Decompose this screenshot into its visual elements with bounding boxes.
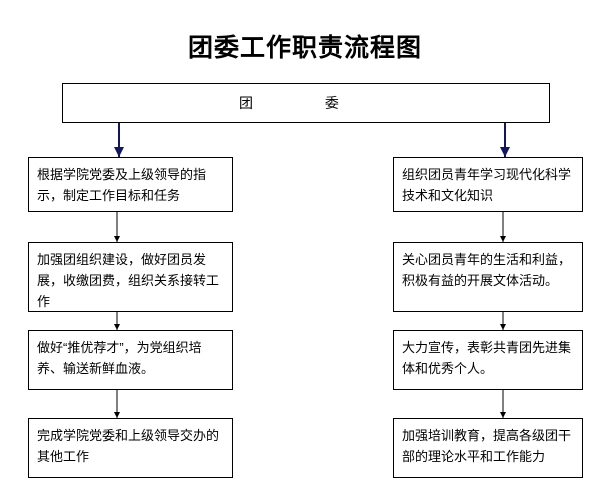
arrow-head-icon	[500, 147, 510, 157]
flow-node-left-3: 做好“推优荐才”，为党组织培养、输送新鲜血液。	[28, 330, 233, 390]
arrow-stem	[116, 212, 118, 242]
arrow-head-icon	[114, 147, 124, 157]
connector-left-1-to-left-2	[112, 212, 122, 242]
arrow-stem	[116, 312, 118, 330]
flow-node-right-1-label: 组织团员青年学习现代化科学技术和文化知识	[402, 167, 572, 203]
arrow-stem	[502, 390, 504, 418]
connector-root-to-right-1	[498, 123, 512, 157]
connector-left-2-to-left-3	[112, 312, 122, 330]
connector-right-3-to-right-4	[498, 390, 508, 418]
flow-node-right-1: 组织团员青年学习现代化科学技术和文化知识	[393, 157, 583, 212]
flow-node-right-3: 大力宣传，表彰共青团先进集体和优秀个人。	[393, 330, 583, 390]
arrow-stem	[502, 212, 504, 242]
flow-node-left-1-label: 根据学院党委及上级领导的指示，制定工作目标和任务	[37, 167, 207, 203]
connector-root-to-left-1	[112, 123, 126, 157]
flow-node-right-3-label: 大力宣传，表彰共青团先进集体和优秀个人。	[402, 340, 572, 376]
connector-right-1-to-right-2	[498, 212, 508, 242]
flow-node-left-2: 加强团组织建设，做好团员发展，收缴团费，组织关系接转工作	[28, 242, 233, 312]
flow-node-left-2-label: 加强团组织建设，做好团员发展，收缴团费，组织关系接转工作	[37, 252, 220, 309]
flow-node-root: 团 委	[62, 83, 550, 123]
flow-node-right-2: 关心团员青年的生活和利益，积极有益的开展文体活动。	[393, 242, 583, 312]
arrow-stem	[118, 123, 120, 157]
arrow-stem	[502, 312, 504, 330]
flow-node-root-label: 团 委	[239, 94, 373, 111]
flow-node-right-2-label: 关心团员青年的生活和利益，积极有益的开展文体活动。	[402, 252, 572, 288]
arrow-stem	[116, 390, 118, 418]
connector-left-3-to-left-4	[112, 390, 122, 418]
flow-node-left-4-label: 完成学院党委和上级领导交办的其他工作	[37, 428, 220, 464]
flow-node-right-4-label: 加强培训教育，提高各级团干部的理论水平和工作能力	[402, 428, 572, 464]
connector-right-2-to-right-3	[498, 312, 508, 330]
page-title: 团委工作职责流程图	[187, 35, 422, 62]
flow-node-left-1: 根据学院党委及上级领导的指示，制定工作目标和任务	[28, 157, 233, 212]
flow-node-right-4: 加强培训教育，提高各级团干部的理论水平和工作能力	[393, 418, 583, 478]
flow-node-left-3-label: 做好“推优荐才”，为党组织培养、输送新鲜血液。	[37, 340, 202, 376]
arrow-stem	[504, 123, 506, 157]
flow-node-left-4: 完成学院党委和上级领导交办的其他工作	[28, 418, 233, 478]
